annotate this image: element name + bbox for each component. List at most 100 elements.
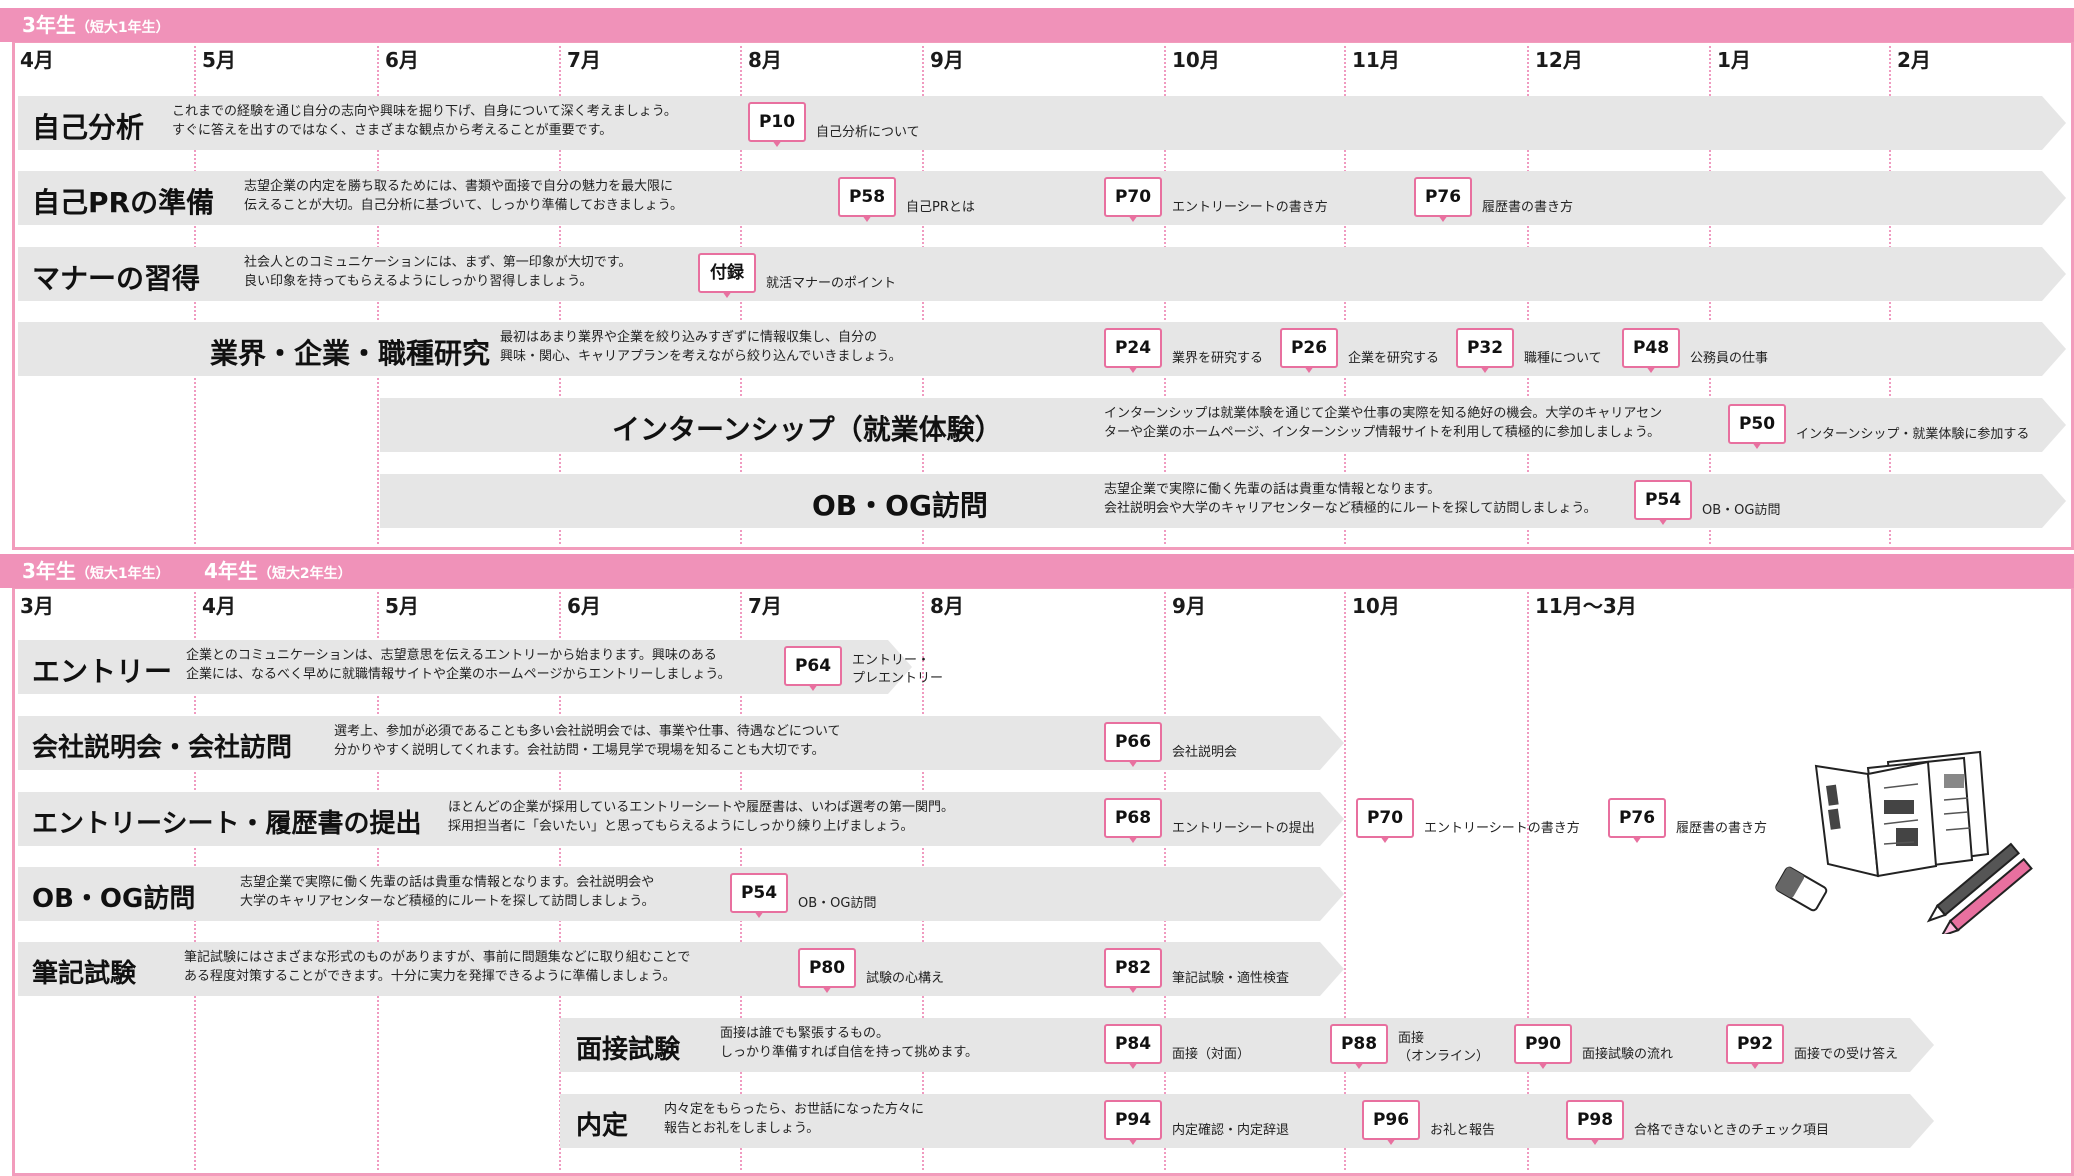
description-line: インターンシップは就業体験を通じて企業や仕事の実際を知る絶好の機会。大学のキャリ… (1104, 406, 1663, 421)
description-line: すぐに答えを出すのではなく、さまざまな観点から考えることが重要です。 (172, 123, 613, 138)
stationery-icon (1775, 750, 2033, 938)
month-label: 7月 (748, 594, 782, 618)
page-reference-label: 職種について (1524, 351, 1602, 366)
step-title: エントリー (32, 654, 173, 688)
description-line: 志望企業で実際に働く先輩の話は貴重な情報となります。会社説明会や (240, 875, 655, 890)
timeline-band (18, 867, 1320, 921)
page-reference-label: エントリー・プレエントリー (852, 653, 944, 686)
page-reference-tag[interactable]: P68 (1104, 798, 1162, 838)
page-reference-label: 履歴書の書き方 (1482, 200, 1574, 215)
step-title: 面接試験 (576, 1034, 681, 1065)
page-reference-tag[interactable]: P26 (1280, 328, 1338, 368)
description-line: 報告とお礼をしましょう。 (664, 1121, 820, 1136)
step-description: 面接は誰でも緊張するもの。しっかり準備すれば自信を持って挑めます。 (720, 1024, 978, 1062)
page-reference-tag[interactable]: P80 (798, 948, 856, 988)
page-reference-tag[interactable]: P90 (1514, 1024, 1572, 1064)
step-title: マナーの習得 (32, 261, 201, 295)
month-label: 10月 (1352, 594, 1400, 618)
page-reference-tag[interactable]: P96 (1362, 1100, 1420, 1140)
timeline-band-arrow (2042, 171, 2066, 225)
section-1-header (0, 8, 2074, 42)
month-label: 5月 (385, 594, 419, 618)
timeline-band-arrow (888, 640, 912, 694)
step-description: 社会人とのコミュニケーションには、まず、第一印象が大切です。良い印象を持ってもら… (244, 253, 631, 291)
step-description: 内々定をもらったら、お世話になった方々に報告とお礼をしましょう。 (664, 1100, 924, 1138)
month-label: 10月 (1172, 48, 1220, 72)
timeline-band-arrow (2042, 474, 2066, 528)
page-reference-tag[interactable]: P54 (730, 873, 788, 913)
page-reference-label: 企業を研究する (1348, 351, 1440, 366)
page-reference-tag[interactable]: P84 (1104, 1024, 1162, 1064)
page-reference-tag[interactable]: P88 (1330, 1024, 1388, 1064)
month-divider (1527, 592, 1529, 1170)
timeline-band (18, 322, 2042, 376)
page-reference-tag[interactable]: P92 (1726, 1024, 1784, 1064)
page-reference-tag[interactable]: P94 (1104, 1100, 1162, 1140)
timeline-band (18, 716, 1320, 770)
page-reference-tag[interactable]: P24 (1104, 328, 1162, 368)
page-reference-tag[interactable]: P76 (1608, 798, 1666, 838)
section-1-grade: 3年生（短大1年生） (22, 13, 170, 37)
page-reference-label: インターンシップ・就業体験に参加する (1796, 427, 2030, 442)
page-reference-tag[interactable]: 付録 (698, 253, 756, 293)
step-title: 筆記試験 (32, 958, 137, 989)
month-label: 12月 (1535, 48, 1583, 72)
page-reference-label: 試験の心構え (866, 971, 945, 986)
page-reference-tag[interactable]: P58 (838, 177, 896, 217)
timeline-band-arrow (1910, 1018, 1934, 1072)
step-title: OB・OG訪問 (32, 883, 196, 914)
timeline-band (560, 1018, 1910, 1072)
description-line: しっかり準備すれば自信を持って挑めます。 (720, 1045, 979, 1060)
step-description: 選考上、参加が必須であることも多い会社説明会では、事業や仕事、待遇などについて分… (334, 722, 840, 760)
timeline-band (18, 247, 2042, 301)
page-reference-tag[interactable]: P66 (1104, 722, 1162, 762)
description-line: 企業とのコミュニケーションは、志望意思を伝えるエントリーから始まります。興味のあ… (186, 648, 717, 663)
timeline-band (380, 474, 2042, 528)
description-line: 企業には、なるべく早めに就職情報サイトや企業のホームページからエントリーしましょ… (186, 667, 731, 682)
month-label: 7月 (567, 48, 601, 72)
page-reference-tag[interactable]: P54 (1634, 480, 1692, 520)
page-reference-tag[interactable]: P82 (1104, 948, 1162, 988)
description-line: 採用担当者に「会いたい」と思ってもらえるようにしっかり練り上げましょう。 (448, 819, 914, 834)
page-reference-tag[interactable]: P10 (748, 102, 806, 142)
page-reference-label: 面接試験の流れ (1582, 1047, 1674, 1062)
step-description: 企業とのコミュニケーションは、志望意思を伝えるエントリーから始まります。興味のあ… (186, 646, 731, 684)
description-line: 社会人とのコミュニケーションには、まず、第一印象が大切です。 (244, 255, 632, 270)
step-title: OB・OG訪問 (812, 488, 988, 522)
page-reference-tag[interactable]: P70 (1356, 798, 1414, 838)
timeline-band (18, 640, 888, 694)
page-reference-label: エントリーシートの書き方 (1424, 821, 1580, 836)
page-reference-tag[interactable]: P50 (1728, 404, 1786, 444)
month-label: 2月 (1897, 48, 1931, 72)
page-reference-label: 業界を研究する (1172, 351, 1264, 366)
page-reference-label: 合格できないときのチェック項目 (1634, 1123, 1830, 1138)
timeline-band (560, 1094, 1910, 1148)
page-reference-tag[interactable]: P76 (1414, 177, 1472, 217)
description-line: 最初はあまり業界や企業を絞り込みすぎずに情報収集し、自分の (500, 330, 878, 345)
timeline-band (18, 942, 1320, 996)
month-label: 8月 (748, 48, 782, 72)
description-line: 会社説明会や大学のキャリアセンターなど積極的にルートを探して訪問しましょう。 (1104, 501, 1597, 516)
description-line: ある程度対策することができます。十分に実力を発揮できるように準備しましょう。 (184, 969, 676, 984)
month-label: 9月 (1172, 594, 1206, 618)
description-line: 筆記試験にはさまざまな形式のものがありますが、事前に問題集などに取り組むことで (184, 950, 691, 965)
page-reference-label: お礼と報告 (1430, 1123, 1496, 1138)
step-description: ほとんどの企業が採用しているエントリーシートや履歴書は、いわば選考の第一関門。採… (448, 798, 954, 836)
timeline-band-arrow (2042, 322, 2066, 376)
timeline-band-arrow (1320, 867, 1344, 921)
step-description: 志望企業で実際に働く先輩の話は貴重な情報となります。会社説明会や大学のキャリアセ… (240, 873, 655, 911)
page-reference-tag[interactable]: P64 (784, 646, 842, 686)
page-reference-tag[interactable]: P70 (1104, 177, 1162, 217)
page-reference-tag[interactable]: P32 (1456, 328, 1514, 368)
page-reference-label: エントリーシートの提出 (1172, 821, 1315, 836)
timeline-band-arrow (1320, 716, 1344, 770)
page-reference-tag[interactable]: P48 (1622, 328, 1680, 368)
page-reference-tag[interactable]: P98 (1566, 1100, 1624, 1140)
month-label: 5月 (202, 48, 236, 72)
description-line: これまでの経験を通じ自分の志向や興味を掘り下げ、自身について深く考えましょう。 (172, 104, 677, 119)
step-title: 自己分析 (32, 110, 145, 144)
month-label: 6月 (385, 48, 419, 72)
month-label: 3月 (20, 594, 54, 618)
description-line: 選考上、参加が必須であることも多い会社説明会では、事業や仕事、待遇などについて (334, 724, 841, 739)
section-2-grade-2: 4年生（短大2年生） (204, 559, 352, 583)
